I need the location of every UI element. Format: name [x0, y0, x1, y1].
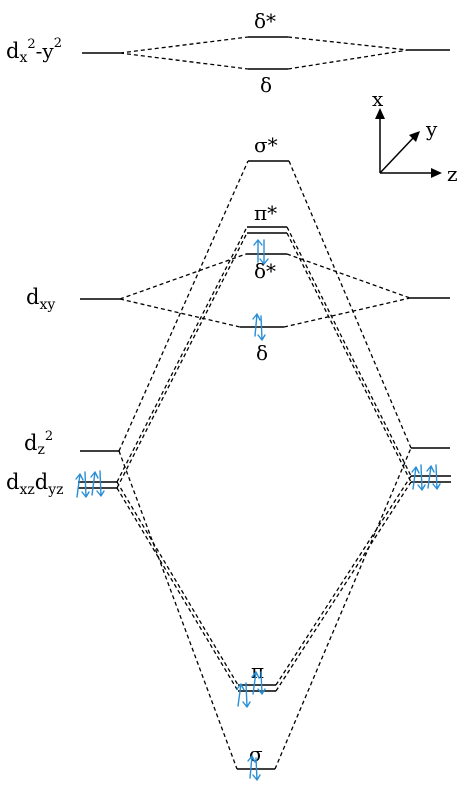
corr-line: [116, 481, 239, 686]
axis-z-label: z: [447, 162, 458, 186]
electron-pair-delta-star-mid: [253, 239, 269, 265]
axis-y-label: y: [425, 117, 438, 141]
label-delta-top: δ: [260, 73, 272, 97]
axis-z-arrowhead: [431, 168, 442, 178]
label-dz2: dz2: [24, 429, 53, 458]
label-delta-mid: δ: [256, 341, 268, 365]
corr-line: [287, 49, 409, 70]
label-delta-star-mid: δ*: [254, 259, 276, 283]
label-dx2-y2: dx2-y2: [6, 36, 62, 66]
label-sigma-star: σ*: [254, 133, 278, 157]
electron-pairs-pi: [236, 671, 266, 708]
corr-line: [116, 232, 248, 489]
corr-line: [288, 160, 412, 449]
corr-line: [116, 226, 248, 483]
axis-x-label: x: [372, 87, 384, 111]
corr-line: [119, 36, 249, 54]
corr-line: [118, 160, 249, 452]
corr-line: [118, 450, 238, 770]
electron-pair-delta-mid: [252, 313, 266, 341]
label-dxz-dyz: dxzdyz: [6, 470, 63, 498]
label-dxy: dxy: [26, 285, 55, 313]
corr-line: [283, 297, 411, 328]
corr-line: [286, 226, 412, 477]
corr-line: [275, 475, 412, 686]
electron-arrows: [75, 239, 441, 781]
axis-x-arrowhead: [375, 108, 385, 119]
label-delta-star-top: δ*: [254, 9, 276, 33]
electron-pairs-right-dxz-dyz: [411, 464, 441, 491]
label-pi-star: π*: [254, 201, 277, 225]
corr-line: [119, 52, 249, 70]
electron-pairs-left-dxz-dyz: [75, 470, 105, 498]
label-sigma: σ: [249, 742, 263, 766]
axis-y-arrowhead: [409, 131, 420, 142]
corr-line: [119, 253, 247, 300]
corr-line: [286, 253, 411, 299]
axis-y-line: [379, 135, 416, 174]
corr-line: [274, 447, 412, 770]
corr-line: [286, 232, 412, 483]
coordinate-axes: x y z: [372, 87, 458, 186]
corr-line: [116, 487, 239, 692]
corr-line: [287, 36, 409, 51]
label-pi: π: [251, 659, 264, 683]
correlation-lines: [116, 36, 412, 770]
electron-pair-sigma: [247, 755, 261, 781]
corr-line: [275, 481, 412, 692]
